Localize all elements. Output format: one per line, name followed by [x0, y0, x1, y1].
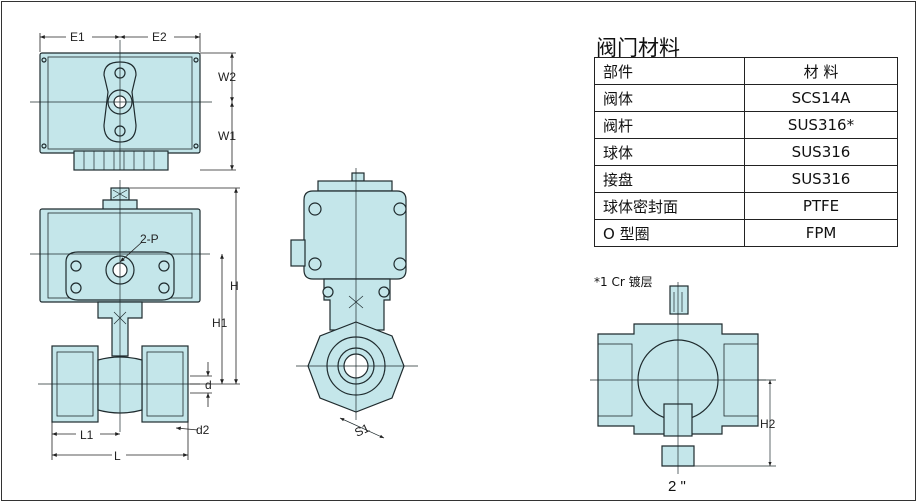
- row-material: FPM: [744, 219, 898, 247]
- row-material: SUS316: [744, 138, 898, 166]
- front-view-centerlines: [30, 180, 210, 432]
- table-row: 球体密封面 PTFE: [594, 192, 898, 220]
- dim-w1: W1: [218, 129, 236, 143]
- dim-w2: W2: [218, 70, 236, 84]
- table-row: O 型圈 FPM: [594, 219, 898, 247]
- table-row: 阀体 SCS14A: [594, 84, 898, 112]
- header-part: 部件: [594, 57, 745, 85]
- dim-d2: d2: [196, 423, 210, 437]
- row-part: 阀体: [594, 84, 745, 112]
- dim-2p: 2-P: [140, 232, 159, 246]
- dim-l: L: [114, 449, 121, 463]
- dim-h2: H2: [760, 417, 776, 431]
- row-part: 球体密封面: [594, 192, 745, 220]
- side-view: [290, 172, 407, 413]
- row-material: SUS316: [744, 165, 898, 193]
- header-material: 材 料: [744, 57, 898, 85]
- section-size-label: 2 ": [668, 478, 686, 495]
- dim-s1: S1: [352, 421, 372, 440]
- dim-l1: L1: [80, 428, 94, 442]
- row-part: 接盘: [594, 165, 745, 193]
- table-row: 接盘 SUS316: [594, 165, 898, 193]
- row-material: SUS316*: [744, 111, 898, 139]
- row-part: 球体: [594, 138, 745, 166]
- table-header-row: 部件 材 料: [594, 57, 898, 85]
- row-material: SCS14A: [744, 84, 898, 112]
- top-view-centerlines: [30, 40, 212, 170]
- row-part: 阀杆: [594, 111, 745, 139]
- table-row: 球体 SUS316: [594, 138, 898, 166]
- side-view-centerlines: [296, 168, 418, 439]
- materials-table: 部件 材 料 阀体 SCS14A 阀杆 SUS316* 球体 SUS316 接盘…: [594, 57, 898, 247]
- table-row: 阀杆 SUS316*: [594, 111, 898, 139]
- plating-footnote: *1 Cr 镀层: [594, 275, 653, 289]
- materials-title: 阀门材料: [596, 36, 680, 60]
- row-material: PTFE: [744, 192, 898, 220]
- section-view-centerlines: [590, 282, 776, 474]
- dim-h: H: [230, 279, 239, 293]
- dim-e2: E2: [152, 30, 167, 44]
- front-view-dims: [51, 187, 240, 460]
- dim-d: d: [205, 378, 212, 392]
- row-part: O 型圈: [594, 219, 745, 247]
- dim-h1: H1: [212, 316, 228, 330]
- dim-e1: E1: [70, 30, 85, 44]
